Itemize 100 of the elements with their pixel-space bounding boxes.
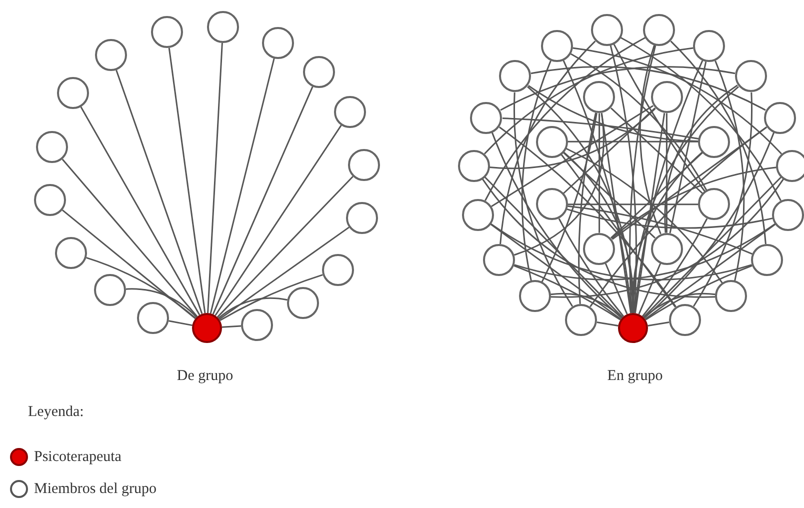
member-circle [693, 30, 726, 62]
member-circle [734, 60, 767, 92]
connector-line [666, 113, 668, 233]
connector-line [214, 124, 342, 316]
connector-line [612, 126, 768, 240]
connector-line [126, 288, 198, 318]
connector-line [629, 45, 656, 314]
connector-line [80, 106, 200, 316]
member-circle [241, 309, 273, 341]
member-circle [565, 304, 598, 336]
member-circle [764, 102, 796, 134]
member-circle [462, 198, 494, 231]
connector-line [62, 210, 196, 320]
connector-line [541, 112, 598, 282]
connector-line [604, 263, 628, 314]
connector-line [514, 265, 621, 320]
connector-line [168, 48, 206, 314]
member-circle [334, 96, 366, 128]
connector-line [600, 113, 632, 314]
connector-line [568, 205, 752, 255]
connector-line [610, 108, 704, 194]
connector-line [500, 40, 596, 244]
member-circle [483, 244, 516, 276]
connector-line [638, 263, 662, 314]
connector-line [639, 44, 662, 234]
member-circle [750, 244, 783, 276]
member-circle [94, 274, 126, 306]
connector-line [514, 113, 604, 256]
connector-line [220, 274, 323, 322]
member-circle [643, 14, 676, 46]
therapist-circle [192, 313, 222, 343]
member-circle [262, 27, 294, 59]
member-circle [583, 81, 616, 114]
connector-line [611, 166, 777, 239]
member-circle [499, 60, 532, 92]
member-circle [540, 30, 573, 62]
connector-line [514, 92, 574, 307]
connector-line [218, 226, 350, 320]
graph-caption: De grupo [176, 368, 234, 385]
connector-line [642, 176, 782, 318]
connector-line [634, 113, 666, 314]
connector-line [222, 325, 242, 328]
connector-line [648, 322, 670, 326]
connector-line [578, 112, 597, 304]
connector-line [562, 152, 656, 238]
member-circle [346, 202, 378, 234]
connector-line [664, 84, 738, 233]
connector-line [642, 218, 708, 317]
member-circle [583, 232, 616, 265]
connector-line [566, 148, 723, 284]
connector-line [620, 36, 782, 201]
connector-line [502, 118, 699, 140]
member-circle [772, 198, 804, 231]
member-circle [650, 232, 683, 265]
connector-line [482, 178, 716, 298]
member-circle [650, 81, 683, 114]
connector-line [568, 204, 698, 206]
member-circle [470, 102, 502, 134]
connector-line [210, 58, 275, 314]
member-circle [207, 11, 239, 43]
legend-label: Psicoterapeuta [34, 448, 122, 466]
connector-line [489, 108, 656, 169]
member-circle [518, 280, 551, 312]
connector-line [490, 223, 752, 280]
member-circle [36, 131, 68, 163]
member-circle [34, 184, 66, 216]
connector-line [528, 84, 698, 142]
connector-line [644, 132, 774, 319]
connector-line [530, 66, 766, 111]
connector-line [572, 47, 782, 154]
connector-line [484, 176, 624, 318]
connector-line [212, 86, 314, 315]
member-circle [151, 16, 183, 48]
member-circle [668, 304, 701, 336]
connector-line [566, 208, 773, 229]
member-circle [55, 237, 87, 269]
connector-line [714, 60, 745, 281]
connector-line [514, 223, 776, 280]
connector-line [521, 60, 552, 281]
connector-line [570, 53, 708, 191]
connector-line [168, 320, 192, 326]
connector-line [645, 265, 752, 320]
legend-title: Leyenda: [28, 404, 84, 421]
member-circle [698, 126, 730, 158]
connector-line [670, 40, 766, 244]
graph-caption: En grupo [607, 368, 663, 385]
member-circle [322, 254, 354, 286]
member-circle [715, 280, 748, 312]
connector-line [207, 42, 223, 314]
connector-line [218, 297, 288, 319]
connector-line [558, 218, 624, 317]
member-circle [698, 188, 730, 220]
member-circle [57, 77, 89, 109]
connector-line [644, 224, 776, 320]
connector-line [613, 44, 706, 192]
member-circle [776, 150, 804, 182]
connector-line [562, 108, 656, 194]
member-circle [458, 150, 490, 182]
member-circle [95, 39, 127, 71]
connector-line [216, 176, 354, 318]
